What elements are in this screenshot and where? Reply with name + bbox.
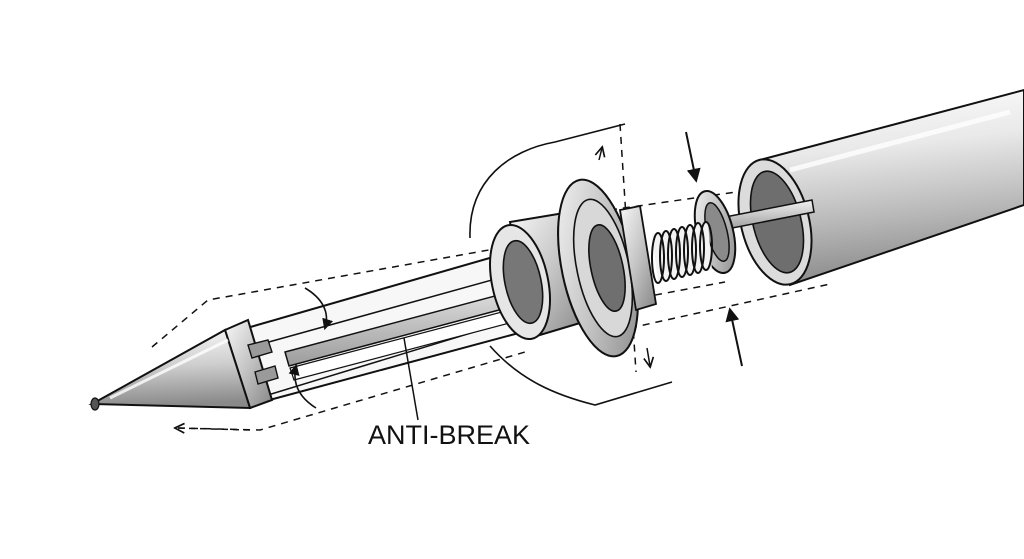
background-arc bbox=[469, 123, 673, 406]
compression-spring bbox=[651, 221, 713, 284]
anti-break-label: ANTI-BREAK bbox=[368, 420, 530, 450]
washer-travel-arrow bbox=[599, 148, 650, 366]
flange-washer bbox=[557, 178, 658, 358]
direction-arrow bbox=[176, 428, 251, 430]
barrel-tube bbox=[737, 88, 1024, 287]
force-arrows bbox=[685, 131, 743, 367]
rotation-arrows bbox=[288, 287, 334, 409]
callout-leader bbox=[403, 337, 419, 421]
conical-tip bbox=[88, 328, 252, 411]
